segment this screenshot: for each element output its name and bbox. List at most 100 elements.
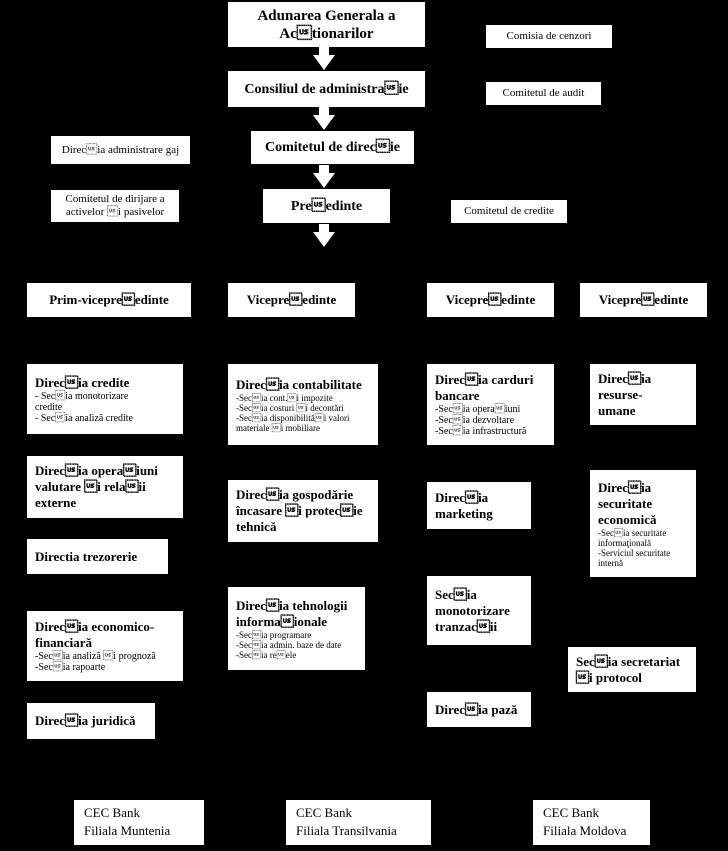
board-label: Consiliul de administra ie — [244, 81, 409, 97]
hr-line-2: resurse- — [598, 386, 643, 402]
human-resources-directorate-box: Direc ia resurse- umane — [590, 364, 696, 425]
treasury-label: Directia trezorerie — [35, 548, 138, 564]
censors-committee-box: Comisia de cenzori — [486, 25, 612, 48]
arrow-head-2 — [313, 115, 335, 130]
credit-directorate-title: Direc ia credite — [35, 374, 130, 390]
branch-muntenia-box: CEC Bank Filiala Muntenia — [74, 800, 204, 845]
security-sub-2: informaţională — [598, 537, 651, 548]
household-line-1: Direc ia gospodărie — [236, 487, 354, 502]
transaction-monitoring-box: Sec ia monotorizare tranzac ii — [427, 576, 531, 645]
pledge-admin-label: Direc ia administrare gaj — [61, 143, 180, 156]
fx-line-2: valutare i rela ii — [35, 479, 146, 494]
security-sub-4: internă — [598, 557, 623, 568]
branch-transilvania-box: CEC Bank Filiala Transilvania — [286, 800, 431, 845]
accounting-sub-3: -Sec ia disponibilită i valori — [236, 412, 350, 423]
credit-committee-label: Comitetul de credite — [464, 205, 554, 217]
cards-directorate-box: Direc ia carduri bancare -Sec ia opera i… — [427, 364, 554, 445]
hr-line-1: Direc ia — [598, 370, 652, 386]
marketing-directorate-box: Direc ia marketing — [427, 482, 531, 529]
censors-committee-label: Comisia de cenzori — [506, 30, 592, 42]
security-title-1: Direc ia — [598, 479, 652, 495]
monitoring-line-3: tranzac ii — [435, 618, 498, 634]
arrow-shaft-3 — [319, 165, 329, 173]
it-sub-1: -Sec ia programare — [236, 629, 312, 640]
it-sub-2: -Sec ia admin. baze de date — [236, 639, 342, 650]
assets-liabilities-committee-box: Comitetul de dirijare a activelor i pasi… — [51, 190, 179, 222]
branch-muntenia-line-1: CEC Bank — [84, 805, 140, 820]
legal-label: Direc ia juridică — [35, 713, 136, 728]
it-directorate-box: Direc ia tehnologii informa ionale -Sec … — [228, 587, 365, 670]
marketing-line-2: marketing — [435, 505, 493, 521]
accounting-sub-4: materiale i mobiliare — [236, 422, 320, 433]
economic-sub-1: -Sec ia analiză i prognoză — [35, 651, 156, 662]
vice-president-label-1: Vicepre edinte — [246, 292, 337, 307]
vice-president-label-2: Vicepre edinte — [445, 292, 536, 307]
household-directorate-box: Direc ia gospodărie încasare i protec ie… — [228, 480, 378, 542]
cards-title-1: Direc ia carduri — [435, 372, 534, 387]
assets-liabilities-line-2: activelor i pasivelor — [65, 206, 165, 218]
security-sub-1: -Sec ia securitate — [598, 527, 667, 538]
it-title-1: Direc ia tehnologii — [236, 597, 348, 613]
household-line-2: încasare i protec ie — [236, 503, 363, 518]
credit-directorate-box: Direc ia credite - Sec ia monotorizare c… — [27, 364, 183, 434]
guard-directorate-box: Direc ia pază — [427, 692, 531, 727]
economic-financial-directorate-box: Direc ia economico- financiară -Sec ia a… — [27, 611, 183, 681]
agm-line-1: Adunarea Generala a — [257, 7, 396, 24]
cards-title-2: bancare — [435, 388, 480, 403]
credit-sub-2: credite — [35, 401, 63, 413]
household-line-3: tehnică — [236, 519, 277, 534]
cards-sub-2: -Sec ia dezvoltare — [435, 415, 515, 426]
it-sub-3: -Sec ia re ele — [236, 649, 297, 660]
arrow-shaft-4 — [319, 224, 329, 232]
branch-moldova-line-2: Filiala Moldova — [543, 823, 627, 838]
foreign-exchange-directorate-box: Direc ia opera iuni valutare i rela ii e… — [27, 456, 183, 518]
board-box: Consiliul de administra ie — [228, 71, 425, 107]
secretariat-line-2: i protocol — [576, 669, 642, 685]
first-vice-president-box: Prim-vicepre edinte — [27, 283, 191, 317]
monitoring-line-1: Sec ia — [435, 586, 477, 602]
branch-transilvania-line-2: Filiala Transilvania — [296, 823, 397, 838]
branch-moldova-box: CEC Bank Filiala Moldova — [533, 800, 650, 845]
assets-liabilities-line-1: Comitetul de dirijare a — [65, 193, 165, 205]
accounting-title: Direc ia contabilitate — [236, 376, 362, 392]
secretariat-section-box: Sec ia secretariat i protocol — [568, 647, 696, 692]
it-title-2: informa ionale — [236, 613, 327, 629]
management-committee-label: Comitetul de direc ie — [264, 140, 401, 155]
cards-sub-3: -Sec ia infrastructură — [435, 426, 527, 437]
agm-box: Adunarea Generala a Ac tionarilor — [228, 2, 425, 47]
accounting-sub-1: -Sec ia cont. i impozite — [236, 392, 333, 403]
vice-president-box-1: Vicepre edinte — [228, 283, 355, 317]
arrow-shaft-2 — [319, 107, 329, 115]
economic-security-directorate-box: Direc ia securitate economică -Sec ia se… — [590, 470, 696, 577]
economic-sub-2: -Sec ia rapoarte — [35, 662, 106, 673]
economic-title-2: financiară — [35, 635, 93, 650]
branch-transilvania-line-1: CEC Bank — [296, 805, 352, 820]
hr-line-3: umane — [598, 402, 636, 418]
security-title-3: economică — [598, 511, 657, 527]
arrow-head-1 — [313, 55, 335, 70]
fx-line-3: externe — [35, 495, 77, 510]
vice-president-box-3: Vicepre edinte — [580, 283, 707, 317]
security-sub-3: -Serviciul securitate — [598, 547, 671, 558]
first-vice-president-label: Prim-vicepre edinte — [49, 292, 169, 307]
president-label: Pre edinte — [290, 198, 363, 214]
branch-muntenia-line-2: Filiala Muntenia — [84, 823, 171, 838]
monitoring-line-2: monotorizare — [435, 602, 510, 618]
credit-sub-1: - Sec ia monotorizare — [35, 390, 129, 402]
guard-label: Direc ia pază — [435, 701, 518, 717]
secretariat-line-1: Sec ia secretariat — [576, 653, 681, 669]
audit-committee-box: Comitetul de audit — [486, 82, 601, 105]
marketing-line-1: Direc ia — [435, 489, 489, 505]
arrow-head-3 — [313, 173, 335, 188]
economic-title-1: Direc ia economico- — [35, 619, 155, 634]
credit-sub-3: - Sec ia analiză credite — [35, 412, 133, 424]
president-box: Pre edinte — [263, 189, 390, 223]
fx-line-1: Direc ia opera iuni — [35, 463, 158, 478]
accounting-directorate-box: Direc ia contabilitate -Sec ia cont. i i… — [228, 364, 378, 445]
credit-committee-box: Comitetul de credite — [451, 200, 567, 223]
vice-president-box-2: Vicepre edinte — [427, 283, 554, 317]
management-committee-box: Comitetul de direc ie — [251, 131, 414, 164]
cards-sub-1: -Sec ia opera iuni — [435, 404, 521, 415]
arrow-shaft-1 — [319, 47, 329, 55]
